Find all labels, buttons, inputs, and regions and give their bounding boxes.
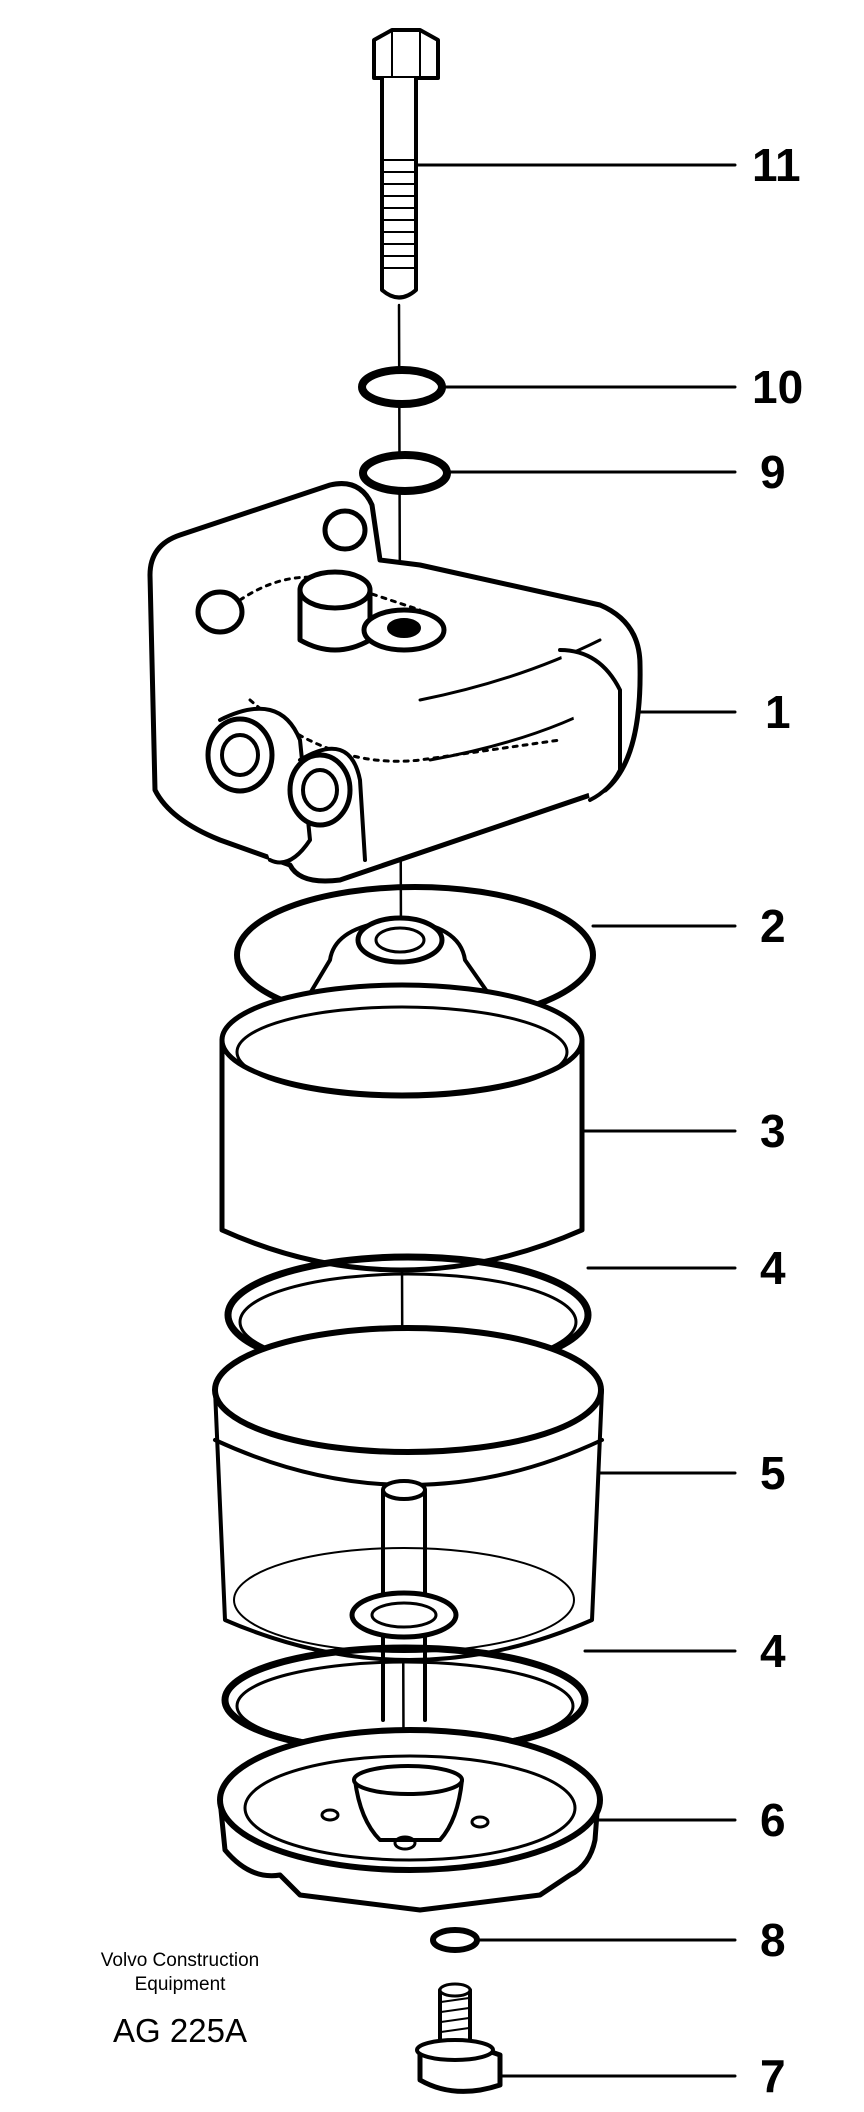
callout-11: 11 (752, 139, 801, 191)
drain-plug (415, 1982, 503, 2094)
leader-lines (414, 163, 737, 2078)
callout-7: 7 (760, 2050, 786, 2102)
callout-10: 10 (752, 361, 803, 413)
maker-name-line2: Equipment (134, 1974, 226, 1995)
callout-3: 3 (760, 1105, 786, 1157)
callout-6: 6 (760, 1794, 786, 1846)
washer-upper (358, 366, 446, 408)
washer-lower (359, 451, 451, 495)
callout-5: 5 (760, 1447, 786, 1499)
water-separator-bowl (212, 1325, 604, 1722)
callout-9: 9 (760, 446, 786, 498)
bottom-cover (217, 1727, 603, 1913)
callout-1: 1 (765, 686, 791, 738)
callout-8: 8 (760, 1914, 786, 1966)
callout-2: 2 (760, 900, 786, 952)
drain-washer (430, 1927, 480, 1953)
callout-4-upper: 4 (760, 1242, 786, 1294)
callout-4-lower: 4 (760, 1625, 786, 1677)
maker-name-line1: Volvo Construction (100, 1950, 260, 1971)
filter-element (219, 915, 585, 1273)
reference-code: AG 225A (113, 2012, 247, 2049)
filter-head (147, 481, 643, 884)
callout-numbers: 11 10 9 1 2 3 4 5 4 6 8 7 (752, 139, 803, 2102)
bolt (372, 28, 440, 300)
